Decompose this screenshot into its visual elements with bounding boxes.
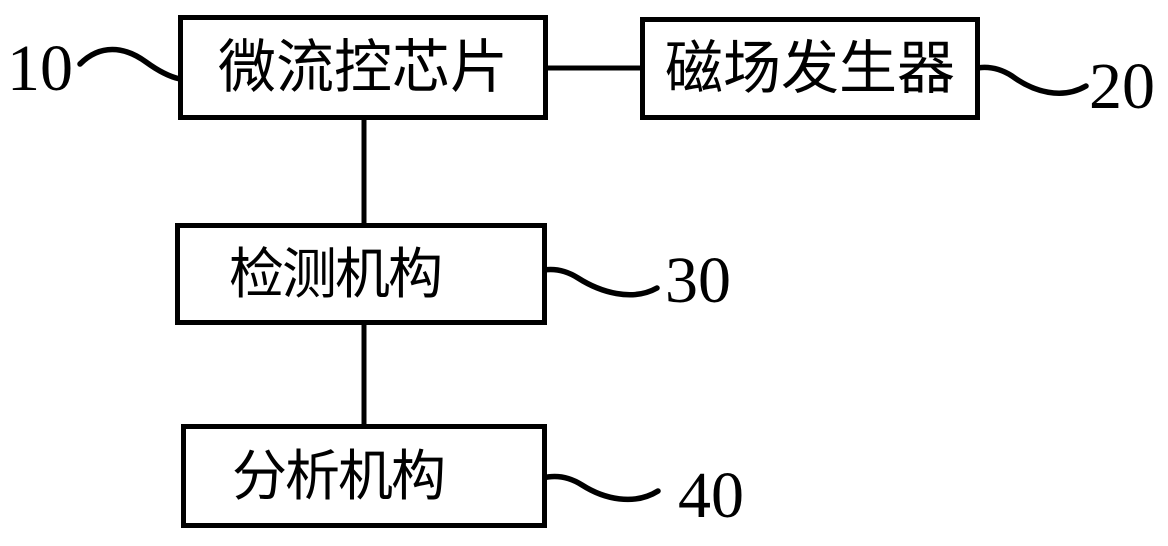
block-magnetic-field-generator-label: 磁场发生器: [664, 35, 955, 101]
block-magnetic-field-generator: 磁场发生器: [640, 17, 980, 120]
block-analysis-mechanism: 分析机构: [181, 424, 547, 528]
ref-number-40: 40: [678, 459, 744, 532]
block-microfluidic-chip-label: 微流控芯片: [217, 34, 508, 100]
block-microfluidic-chip: 微流控芯片: [178, 15, 548, 120]
ref-number-10: 10: [7, 32, 73, 105]
block-analysis-mechanism-label: 分析机构: [231, 445, 446, 507]
block-detection-mechanism: 检测机构: [175, 223, 547, 325]
block-detection-mechanism-label: 检测机构: [228, 243, 443, 305]
ref-number-20: 20: [1089, 50, 1155, 123]
ref-number-30: 30: [665, 244, 731, 317]
